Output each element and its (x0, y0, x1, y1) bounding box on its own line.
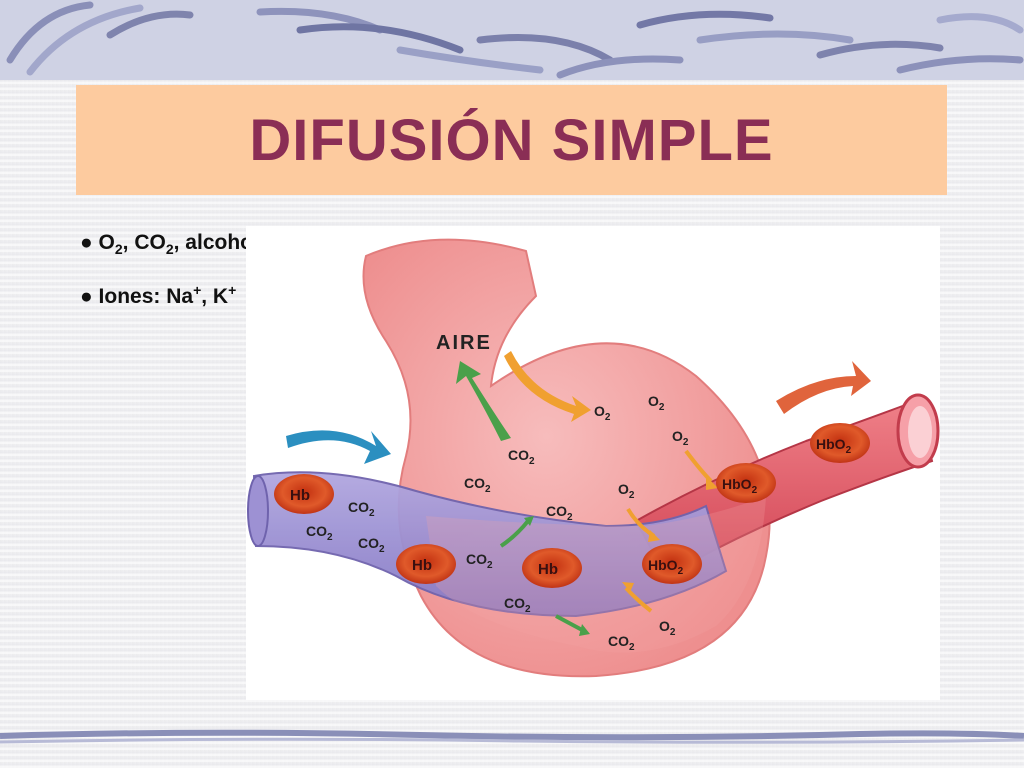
arrowhead-icon (648, 530, 660, 542)
co2-label: CO2 (508, 447, 535, 467)
o2-diffusion-arrow-icon (624, 586, 653, 613)
bullet-subscript: 2 (165, 241, 174, 258)
blood-outflow-arrow-icon (776, 361, 871, 414)
bullet-text: Iones: Na (98, 285, 194, 308)
co2-label: CO2 (348, 499, 375, 519)
co2-label: CO2 (466, 551, 493, 571)
co2-label: CO2 (546, 503, 573, 523)
vein (247, 471, 728, 618)
rbc-hbo2-2: HbO2 (716, 463, 776, 503)
bullet-ions: ● Iones: Na+, K+ (80, 275, 259, 322)
bullet-list: ● O2, CO2, alcohol ● Iones: Na+, K+ (80, 228, 259, 322)
cell-label: Hb (290, 487, 310, 504)
overlap-shade (426, 496, 766, 653)
bullet-superscript: + (193, 282, 202, 298)
arrowhead-icon (622, 582, 634, 592)
arrowhead-icon (706, 476, 718, 490)
svg-text:HbO2: HbO2 (648, 557, 684, 577)
svg-text:HbO2: HbO2 (816, 436, 852, 456)
bullet-subscript: 2 (114, 241, 123, 258)
cell-subscript: 2 (846, 445, 852, 456)
cell-label: HbO (722, 476, 752, 492)
o2-label: O2 (659, 618, 676, 638)
rbc-hb-2: Hb (396, 544, 456, 584)
svg-text:HbO2: HbO2 (722, 476, 758, 496)
co2-label: CO2 (306, 523, 333, 543)
o2-inhale-arrow-icon (504, 351, 591, 422)
cell-label: HbO (648, 557, 678, 573)
arrows (286, 351, 871, 636)
co2-label: CO2 (504, 595, 531, 615)
rbc-hbo2-3: HbO2 (810, 423, 870, 463)
bottom-decoration (0, 729, 1024, 744)
rbc-hbo2-1: HbO2 (642, 544, 702, 584)
co2-diffusion-arrow-icon (499, 519, 530, 548)
o2-label: O2 (648, 393, 665, 413)
bullet-text: , alcohol (173, 231, 259, 254)
bullet-dot-icon: ● (80, 285, 93, 308)
cell-label: Hb (538, 561, 558, 578)
gas-labels: CO2 CO2 CO2 CO2 CO2 CO2 CO2 CO2 CO2 O2 O… (306, 393, 689, 653)
o2-diffusion-arrow-icon (684, 449, 713, 483)
red-blood-cells: Hb Hb Hb HbO2 HbO2 HbO2 (274, 423, 870, 588)
co2-label: CO2 (358, 535, 385, 555)
o2-label: O2 (672, 428, 689, 448)
alveolus-diagram: AIRE Hb Hb Hb HbO2 HbO2 HbO2 CO2 CO2 (246, 226, 940, 700)
rbc-hb-1: Hb (274, 474, 334, 514)
arrowhead-icon (524, 516, 534, 526)
cell-label: Hb (412, 557, 432, 574)
bullet-text: , K (201, 285, 229, 308)
bullet-superscript: + (228, 282, 237, 298)
slide-title: DIFUSIÓN SIMPLE (249, 107, 774, 173)
o2-label: O2 (618, 481, 635, 501)
cell-subscript: 2 (678, 566, 684, 577)
co2-exhale-arrow-icon (456, 361, 511, 441)
blood-inflow-arrow-icon (286, 430, 391, 464)
bullet-dot-icon: ● (80, 231, 93, 254)
diagram-svg: AIRE Hb Hb Hb HbO2 HbO2 HbO2 CO2 CO2 (247, 238, 940, 678)
rbc-hb-3: Hb (522, 548, 582, 588)
bullet-text: , CO (122, 231, 166, 254)
top-decoration (0, 0, 1024, 80)
cell-label: HbO (816, 436, 846, 452)
arrowhead-icon (579, 624, 590, 636)
co2-label: CO2 (464, 475, 491, 495)
co2-label: CO2 (608, 633, 635, 653)
cell-subscript: 2 (752, 485, 758, 496)
bullet-gases: ● O2, CO2, alcohol (80, 228, 259, 275)
air-label: AIRE (436, 332, 492, 354)
bullet-text: O (98, 231, 115, 254)
o2-label: O2 (594, 403, 611, 423)
title-banner: DIFUSIÓN SIMPLE (76, 85, 947, 195)
